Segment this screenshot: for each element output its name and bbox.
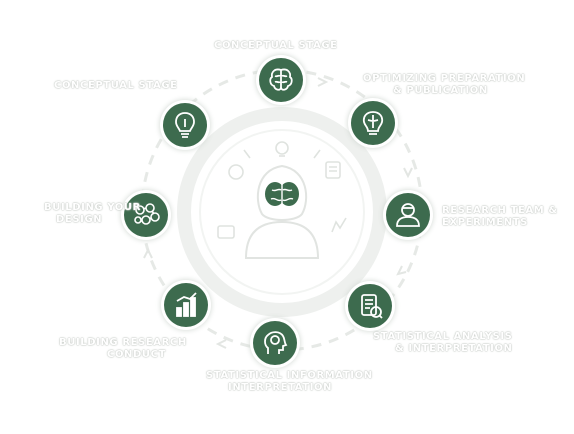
inner-ring (177, 107, 387, 317)
document-analysis-icon (361, 294, 383, 319)
arrow-icon (143, 247, 153, 259)
lightbulb-brain-icon (362, 111, 384, 135)
stage-node-statistical-information[interactable] (253, 321, 297, 365)
molecule-icon (134, 203, 160, 225)
stage-node-research-team[interactable] (386, 193, 430, 237)
stage-label-line: & INTERPRETATION (395, 343, 513, 354)
stage-node-optimizing[interactable] (351, 101, 395, 145)
stage-label-top: CONCEPTUAL STAGE (214, 40, 338, 52)
stage-label-bottom-left: BUILDING RESEARCH CONDUCT (59, 337, 187, 361)
head-brain-icon (264, 331, 288, 354)
stage-node-conceptual-left[interactable] (163, 103, 207, 147)
stage-label-top-left: CONCEPTUAL STAGE (54, 80, 178, 92)
lightbulb-icon (175, 112, 195, 138)
stage-node-building-design[interactable] (124, 193, 168, 237)
stage-node-conceptual[interactable] (259, 58, 303, 102)
brain-icon (269, 68, 293, 91)
stage-label-line: BUILDING RESEARCH (59, 337, 187, 348)
stage-label-line: CONCEPTUAL STAGE (214, 40, 338, 51)
stage-label-line: CONCEPTUAL STAGE (54, 80, 178, 91)
stage-label-line: CONDUCT (107, 349, 166, 360)
arrow-icon (396, 265, 407, 276)
stage-label-line: OPTIMIZING PREPARATION (363, 73, 526, 84)
arrow-icon (317, 77, 329, 87)
stage-label-right: RESEARCH TEAM & EXPERIMENTS (442, 205, 558, 229)
stage-label-line: STATISTICAL INFORMATION (206, 370, 373, 381)
arrow-icon (403, 167, 413, 179)
stage-label-left: BUILDING YOUR DESIGN (44, 202, 141, 226)
stage-node-statistical-analysis[interactable] (348, 284, 392, 328)
cycle-arrows (143, 77, 413, 349)
stage-label-line: INTERPRETATION (228, 382, 333, 393)
stage-label-line: RESEARCH TEAM & (442, 205, 558, 216)
stage-label-bottom-right: STATISTICAL ANALYSIS & INTERPRETATION (373, 331, 513, 355)
arrow-icon (215, 339, 227, 349)
stage-label-line: & PUBLICATION (393, 85, 488, 96)
stage-label-line: DESIGN (56, 214, 103, 225)
stage-node-building-research[interactable] (164, 283, 208, 327)
central-head-brain-icon (217, 141, 347, 259)
bar-chart-icon (176, 292, 197, 317)
stage-label-bottom: STATISTICAL INFORMATION INTERPRETATION (206, 370, 373, 394)
stage-label-line: STATISTICAL ANALYSIS (373, 331, 513, 342)
stage-label-top-right: OPTIMIZING PREPARATION & PUBLICATION (363, 73, 525, 97)
researcher-icon (396, 203, 420, 227)
inner-ring-edge (199, 129, 365, 295)
stage-label-line: BUILDING YOUR (44, 202, 141, 213)
stage-label-line: EXPERIMENTS (442, 217, 528, 228)
